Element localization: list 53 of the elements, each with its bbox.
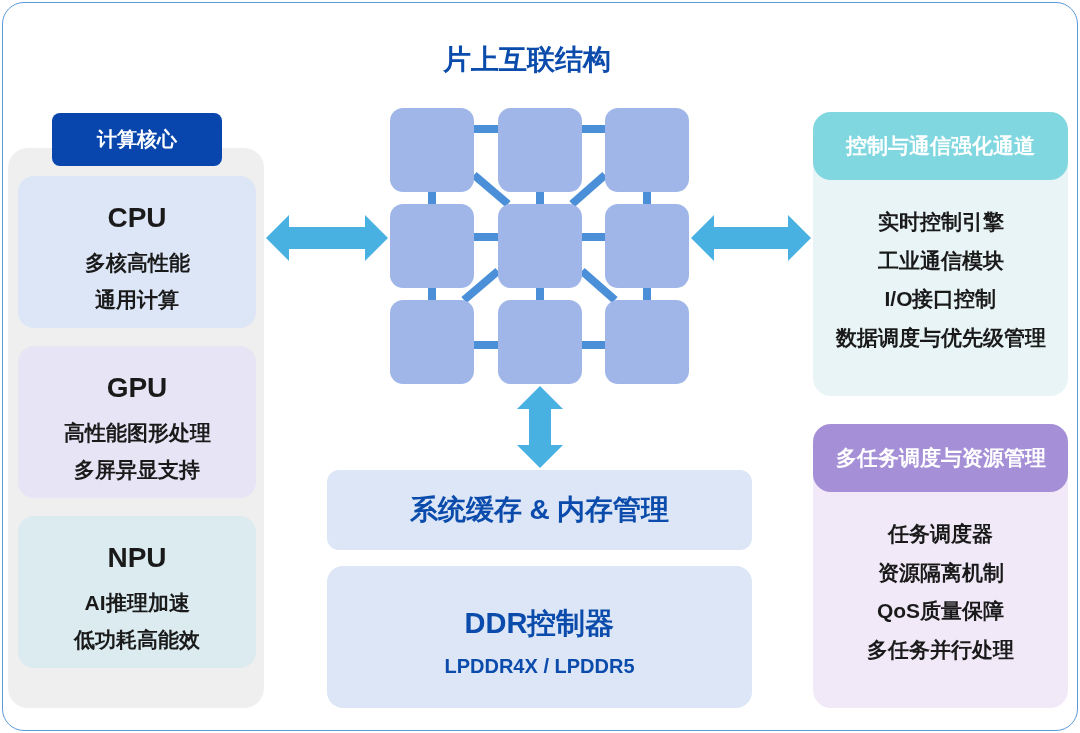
mesh-tile [605, 204, 689, 288]
double-arrow [691, 215, 811, 261]
feature-text: 工业通信模块 [876, 247, 1005, 274]
group-panel [8, 113, 264, 708]
link-line [428, 192, 436, 204]
panel-header: 控制与通信强化通道 [813, 112, 1068, 180]
feature-text: 数据调度与优先级管理 [834, 324, 1047, 351]
feature-text: 实时控制引擎 [876, 209, 1005, 235]
module-box [327, 470, 752, 550]
feature-text: 多核高性能 [83, 250, 191, 276]
double-arrow [266, 215, 388, 261]
link-line [474, 125, 498, 133]
box-title: DDR控制器 [463, 606, 616, 641]
mesh-tile [390, 300, 474, 384]
link-line [643, 192, 651, 204]
mesh-tile [498, 108, 582, 192]
module-box [327, 566, 752, 708]
link-line [536, 288, 544, 300]
double-arrow [517, 386, 563, 468]
link-line [474, 233, 498, 241]
panel-header: 多任务调度与资源管理 [813, 424, 1068, 492]
mesh-tile [390, 108, 474, 192]
mesh-tile [605, 300, 689, 384]
link-line [428, 288, 436, 300]
link-line [582, 233, 605, 241]
subtitle-text: LPDDR4X / LPDDR5 [443, 654, 636, 679]
mesh-tile [605, 108, 689, 192]
feature-panel [813, 424, 1068, 708]
link-line [474, 341, 498, 349]
feature-text: 通用计算 [94, 287, 180, 313]
heading-tab: 计算核心 [52, 113, 222, 166]
feature-text: 多任务并行处理 [866, 636, 1015, 663]
diagram-title: 片上互联结构 [442, 43, 612, 77]
box-title: GPU [105, 371, 169, 405]
link-line [643, 288, 651, 300]
feature-text: 任务调度器 [886, 521, 994, 547]
box-title: NPU [106, 541, 168, 575]
mesh-tile [390, 204, 474, 288]
link-line [536, 192, 544, 204]
box-title: CPU [106, 201, 168, 235]
mesh-tile [498, 204, 582, 288]
link-line [582, 341, 605, 349]
feature-text: QoS质量保障 [875, 598, 1006, 625]
box-title: 系统缓存 & 内存管理 [408, 493, 671, 527]
link-line [582, 125, 605, 133]
feature-text: AI推理加速 [83, 590, 191, 616]
feature-text: 资源隔离机制 [876, 559, 1005, 586]
mesh-tile [498, 300, 582, 384]
feature-text: 多屏异显支持 [73, 457, 201, 483]
feature-panel [813, 112, 1068, 396]
feature-text: 低功耗高能效 [72, 627, 201, 653]
feature-text: 高性能图形处理 [62, 420, 212, 446]
feature-text: I/O接口控制 [883, 286, 998, 313]
